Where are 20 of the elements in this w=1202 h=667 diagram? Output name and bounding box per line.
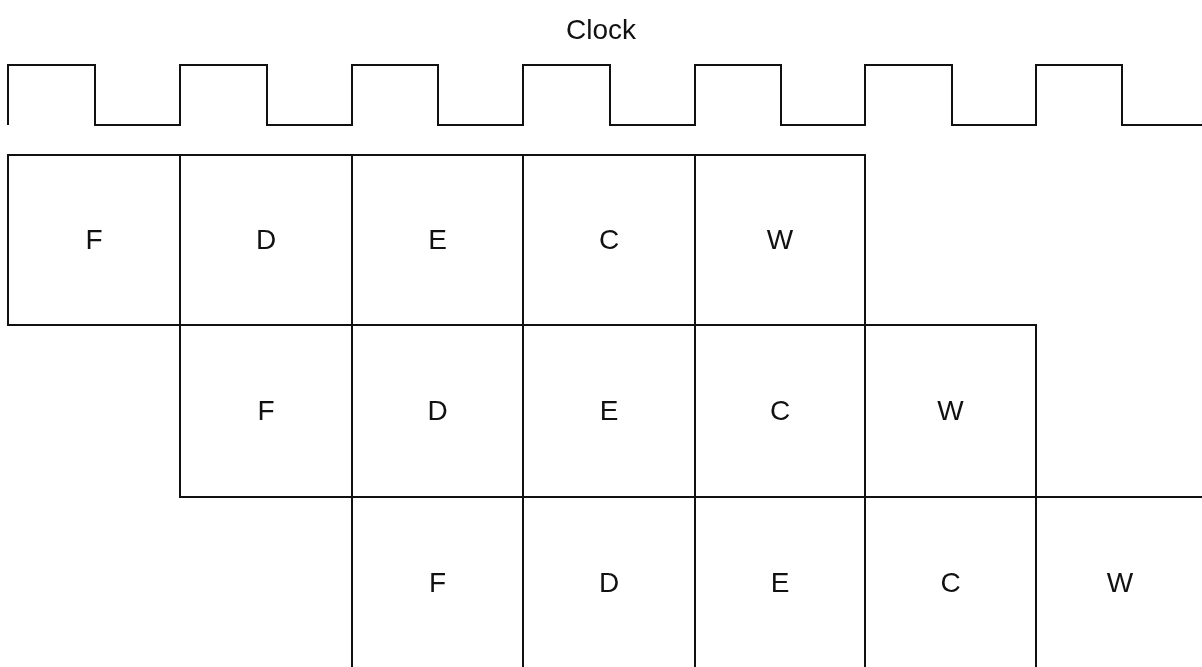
pipeline-stage-cell: [7, 154, 181, 326]
stage-label: E: [770, 567, 790, 599]
stage-label: D: [255, 224, 277, 256]
stage-label: C: [769, 395, 791, 427]
stage-label: D: [427, 395, 448, 427]
stage-label: E: [428, 224, 447, 256]
stage-label: W: [937, 395, 964, 427]
diagram-title: Clock: [565, 14, 637, 46]
stage-label: W: [766, 224, 794, 256]
stage-label: F: [85, 224, 103, 256]
pipeline-stage-cell: [694, 154, 866, 326]
stage-label: C: [598, 224, 620, 256]
stage-label: W: [1106, 567, 1134, 599]
stage-label: D: [598, 567, 620, 599]
stage-label: F: [257, 395, 275, 427]
stage-label: E: [599, 395, 619, 427]
stage-label: F: [428, 567, 447, 599]
pipeline-stage-cell: [179, 324, 353, 498]
stage-label: C: [940, 567, 961, 599]
pipeline-stage-cell: [864, 324, 1037, 498]
